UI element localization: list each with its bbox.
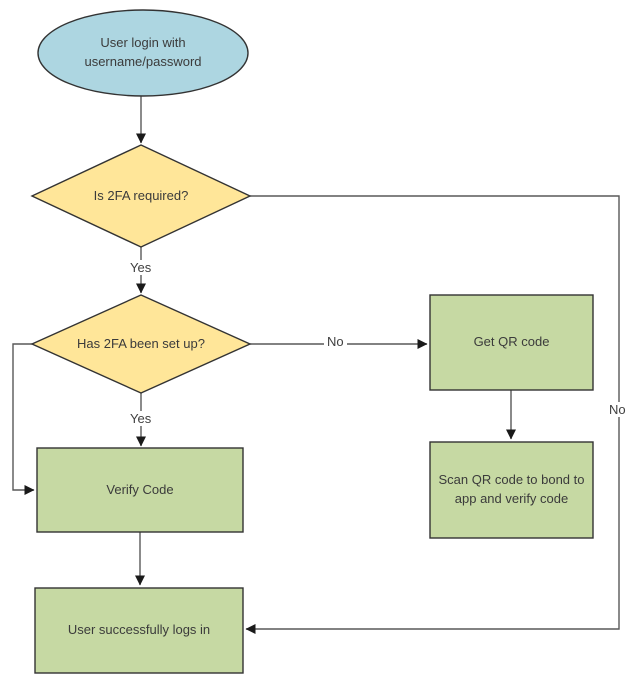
process-scan-qr-code [429,441,594,539]
edge-setup2fa-loop-to-verify [12,343,35,495]
edge-is2fa-no-to-success [245,195,620,634]
process-get-qr-code [429,294,594,391]
decision-is-2fa-required [30,144,252,248]
shape-group [30,9,594,674]
start-ellipse [37,9,249,97]
decision-has-2fa-been-set-up [30,294,252,394]
process-user-successfully-logs-in [34,587,244,674]
process-verify-code [36,447,244,533]
